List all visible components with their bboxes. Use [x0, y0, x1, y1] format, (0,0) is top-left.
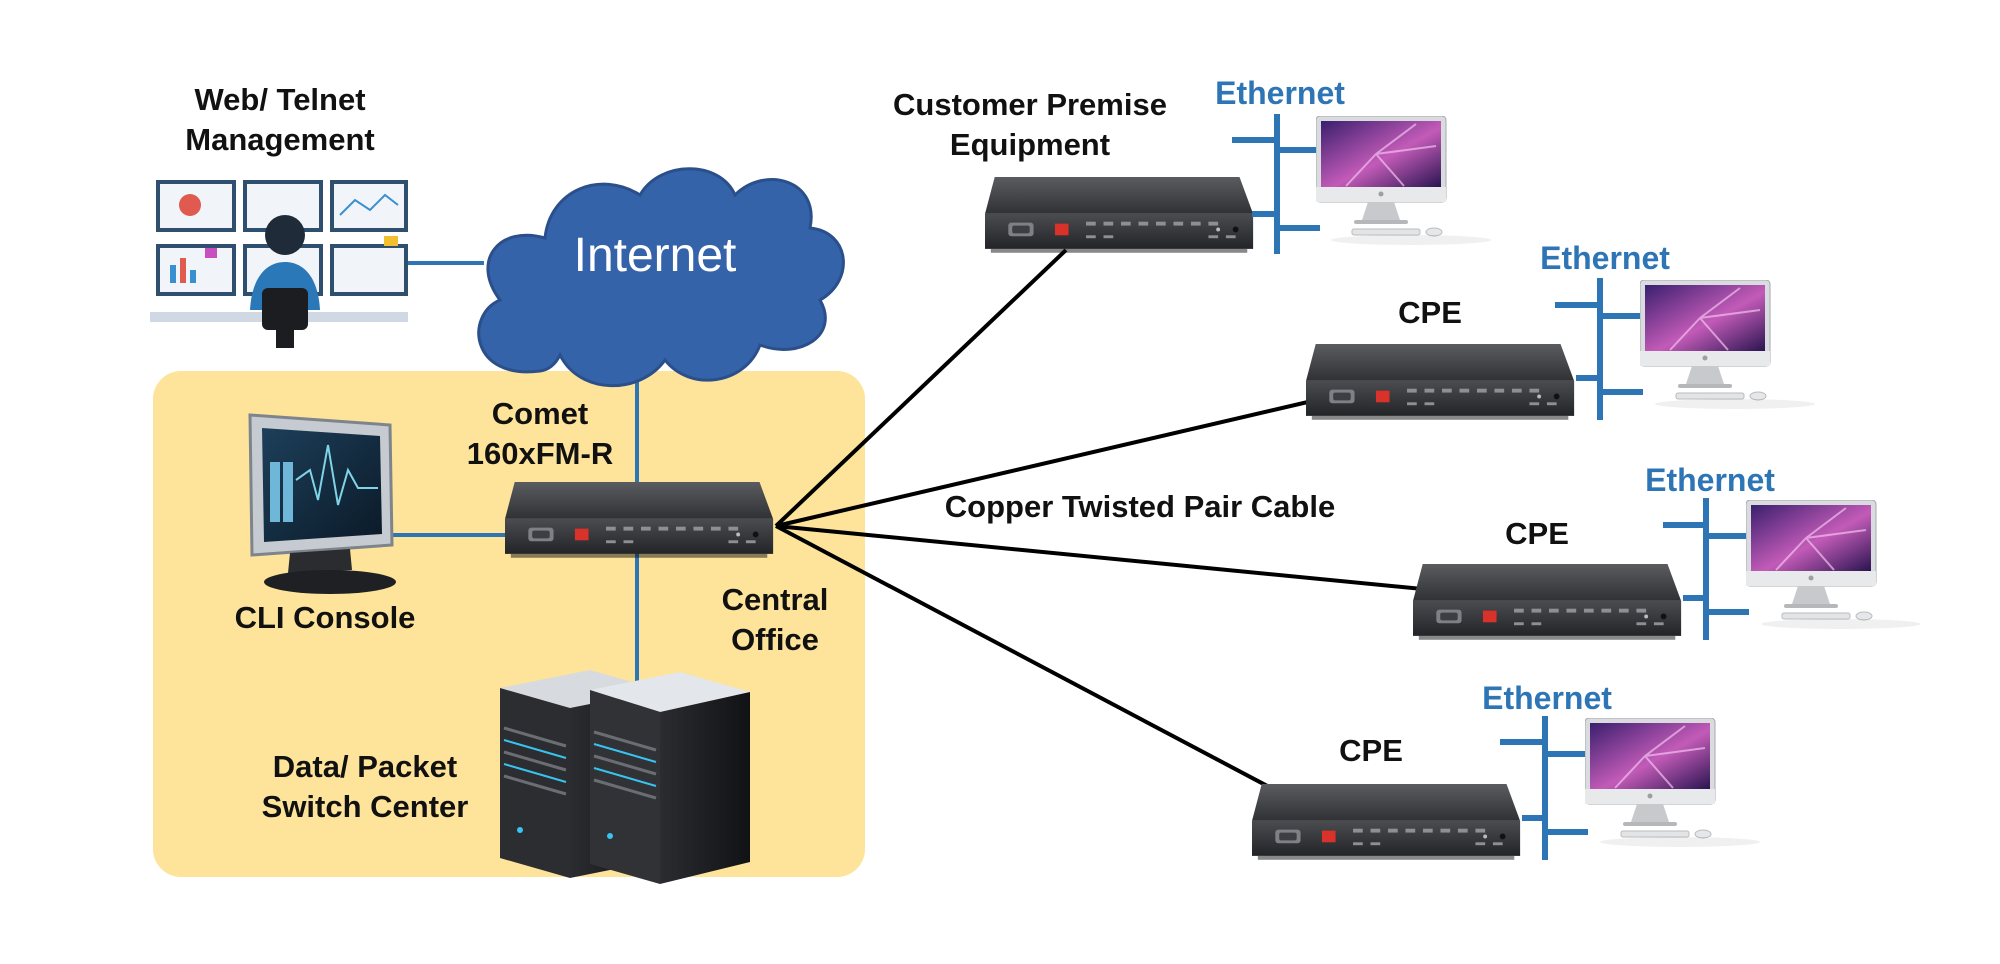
central-office-label: Central Office [690, 580, 860, 660]
copper-cable-label: Copper Twisted Pair Cable [944, 489, 1336, 524]
data-packet-switch-label: Data/ Packet Switch Center [245, 747, 485, 827]
comet-label-line2: 160xFM-R [466, 436, 614, 471]
ethernet-bus-links [1232, 114, 1749, 860]
imac-computer-icon [1746, 500, 1922, 630]
web-telnet-label: Web/ Telnet Management [150, 80, 410, 160]
cpe-label: CPE [1505, 516, 1569, 551]
web-telnet-label-line2: Management [185, 122, 375, 157]
ethernet-label: Ethernet [1482, 680, 1612, 716]
cli-console-label: CLI Console [234, 600, 416, 635]
line-device-icon [1252, 784, 1521, 860]
data-packet-label-line2: Switch Center [261, 789, 469, 824]
customer-premise-label: Customer Premise Equipment [870, 85, 1190, 165]
ethernet-label: Ethernet [1645, 462, 1775, 498]
line-device-icon [1413, 564, 1682, 640]
comet-label-line1: Comet [491, 396, 589, 431]
cloud-icon [477, 167, 845, 388]
imac-computer-icon [1640, 280, 1816, 410]
line-device-icon [985, 177, 1254, 253]
data-packet-label-line1: Data/ Packet [272, 749, 458, 784]
imac-computer-icon [1316, 116, 1492, 246]
management-links [393, 261, 639, 690]
central-office-label-line1: Central [721, 582, 829, 617]
line-device-icon [1306, 344, 1575, 420]
imac-computer-icon [1585, 718, 1761, 848]
internet-label: Internet [573, 229, 737, 282]
line-device-icon [505, 482, 774, 558]
cli-monitor-icon [248, 413, 396, 594]
comet-device-label: Comet 160xFM-R [450, 394, 630, 474]
customer-premise-label-line1: Customer Premise [893, 87, 1167, 122]
central-office-label-line2: Office [731, 622, 819, 657]
cpe-label: CPE [1398, 295, 1462, 330]
cpe-label: CPE [1339, 733, 1403, 768]
customer-premise-label-line2: Equipment [949, 127, 1111, 162]
web-telnet-label-line1: Web/ Telnet [194, 82, 366, 117]
monitoring-wall-icon [150, 180, 408, 348]
ethernet-label: Ethernet [1215, 75, 1345, 111]
server-rack-icon [500, 670, 750, 884]
copper-twisted-pair-lines [774, 248, 1434, 800]
ethernet-label: Ethernet [1540, 240, 1670, 276]
